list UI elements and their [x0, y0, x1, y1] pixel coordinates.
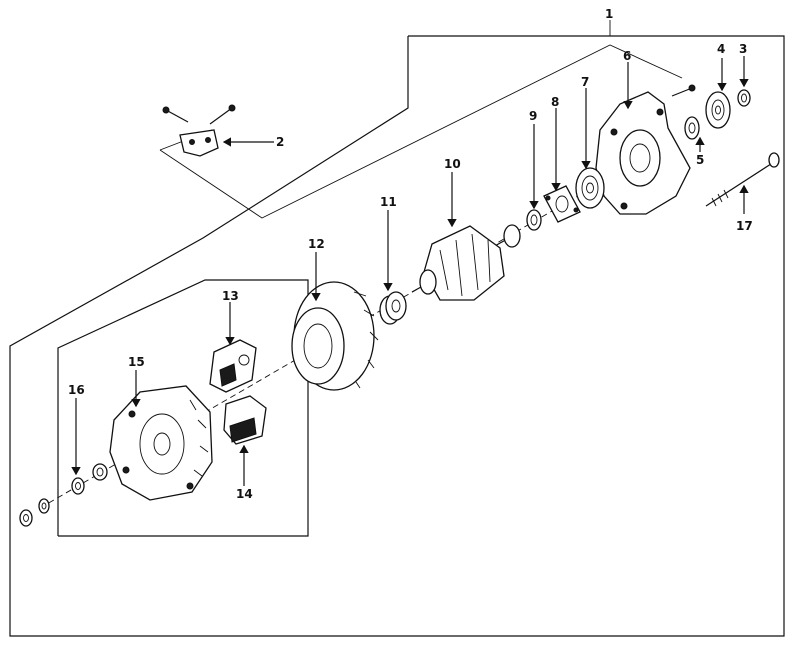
callout-14: 14: [236, 487, 253, 501]
callout-7: 7: [581, 75, 589, 89]
terminal-nuts: [19, 498, 50, 527]
callout-17: 17: [736, 219, 753, 233]
stator-part: [291, 281, 379, 391]
collar-part: [526, 209, 542, 231]
bracket-frame: [159, 44, 683, 219]
callout-5: 5: [696, 153, 704, 167]
rotor-part: [411, 224, 521, 301]
through-bolt-part: [705, 152, 780, 207]
callout-16: 16: [68, 383, 85, 397]
bearing-part: [575, 167, 605, 209]
regulator-part: [223, 395, 267, 445]
bushing-part: [71, 463, 108, 495]
brush-holder-part: [209, 339, 257, 393]
front-housing-part: [595, 84, 696, 215]
callout-11: 11: [380, 195, 397, 209]
callout-9: 9: [529, 109, 537, 123]
callout-15: 15: [128, 355, 145, 369]
pulley-part: [705, 91, 731, 129]
callout-6: 6: [623, 49, 631, 63]
retainer-plate-part: [543, 185, 581, 223]
nut-part: [737, 89, 751, 107]
spacer-part: [684, 116, 700, 140]
callout-10: 10: [444, 157, 461, 171]
rear-housing-part: [109, 385, 213, 501]
rear-subassembly-box: [57, 279, 309, 537]
callout-4: 4: [717, 42, 725, 56]
callout-1: 1: [605, 7, 613, 21]
rear-bearing-part: [379, 291, 407, 325]
callout-3: 3: [739, 42, 747, 56]
assembly-boundary: [9, 35, 785, 637]
callout-13: 13: [222, 289, 239, 303]
callout-8: 8: [551, 95, 559, 109]
callout-12: 12: [308, 237, 325, 251]
callout-2: 2: [276, 135, 284, 149]
bracket-part: [162, 104, 236, 157]
